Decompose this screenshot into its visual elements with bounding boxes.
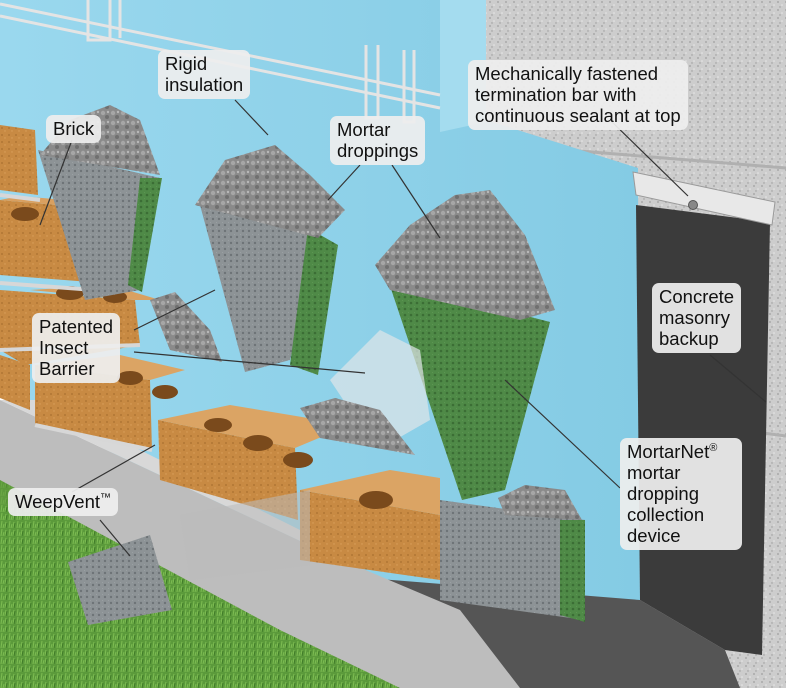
mesh-device-2 — [200, 205, 320, 372]
brick-core-hole — [152, 385, 178, 399]
mortar-pile — [375, 190, 555, 320]
mortar-pile — [498, 485, 582, 520]
mesh-device-3-back — [440, 500, 585, 620]
leader-mortar-1 — [327, 164, 361, 201]
mesh-device-1-side — [128, 178, 162, 292]
mesh-device-2-side — [290, 228, 338, 375]
leader-insect-barrier-1 — [133, 289, 216, 331]
label-concrete-masonry-backup: Concrete masonry backup — [652, 283, 742, 353]
leader-mortarnet — [504, 379, 621, 489]
mortar-pile — [300, 398, 415, 455]
termination-bar-fastener — [688, 200, 698, 210]
mortarnet-description: mortar dropping collection device — [627, 462, 705, 546]
label-termination-bar: Mechanically fastened termination bar wi… — [468, 60, 688, 130]
label-weepvent: WeepVent™ — [8, 488, 119, 516]
brick-core-hole — [117, 371, 143, 385]
leader-termination-bar — [609, 119, 689, 197]
label-mortarnet: MortarNet® mortar dropping collection de… — [620, 438, 742, 550]
brick-core-hole — [359, 491, 393, 509]
label-rigid-insulation: Rigid insulation — [158, 50, 251, 99]
mesh-device-3 — [388, 280, 550, 500]
leader-insect-barrier-2 — [133, 351, 366, 374]
leader-weepvent-2 — [99, 519, 131, 557]
termination-bar — [632, 171, 776, 226]
weepvent-insert — [68, 535, 172, 625]
mortarnet-name: MortarNet — [627, 441, 710, 462]
label-brick: Brick — [46, 115, 102, 143]
weepvent-ghost-slot — [180, 490, 310, 580]
leader-mortar-2 — [391, 164, 441, 239]
trademark-mark: ™ — [100, 491, 112, 504]
brick — [300, 490, 440, 580]
brick-core-hole — [243, 435, 273, 451]
weepvent-name: WeepVent — [15, 491, 101, 512]
mesh-device-1 — [38, 150, 160, 300]
brick — [35, 365, 152, 450]
flashing-membrane — [636, 205, 770, 655]
brick-core-hole — [283, 452, 313, 468]
leader-brick — [39, 139, 73, 226]
mortar-collection-devices — [38, 150, 585, 622]
brick — [0, 125, 38, 195]
registered-mark: ® — [709, 441, 718, 454]
mortar-pile — [195, 145, 345, 238]
leader-lines — [39, 99, 767, 557]
brick-core-hole — [204, 418, 232, 432]
mortar-pile — [150, 292, 222, 362]
leader-weepvent — [71, 444, 156, 493]
label-insect-barrier: Patented Insect Barrier — [32, 313, 121, 383]
brick — [158, 405, 350, 448]
mesh-device-3-side — [560, 520, 585, 622]
brick-core-hole — [11, 207, 39, 221]
brick — [0, 355, 30, 410]
mortar-joint — [0, 193, 153, 452]
leader-concrete-masonry — [709, 354, 767, 403]
leader-rigid-insulation — [234, 99, 269, 136]
mortar-droppings — [40, 105, 582, 520]
label-mortar-droppings: Mortar droppings — [330, 116, 426, 165]
